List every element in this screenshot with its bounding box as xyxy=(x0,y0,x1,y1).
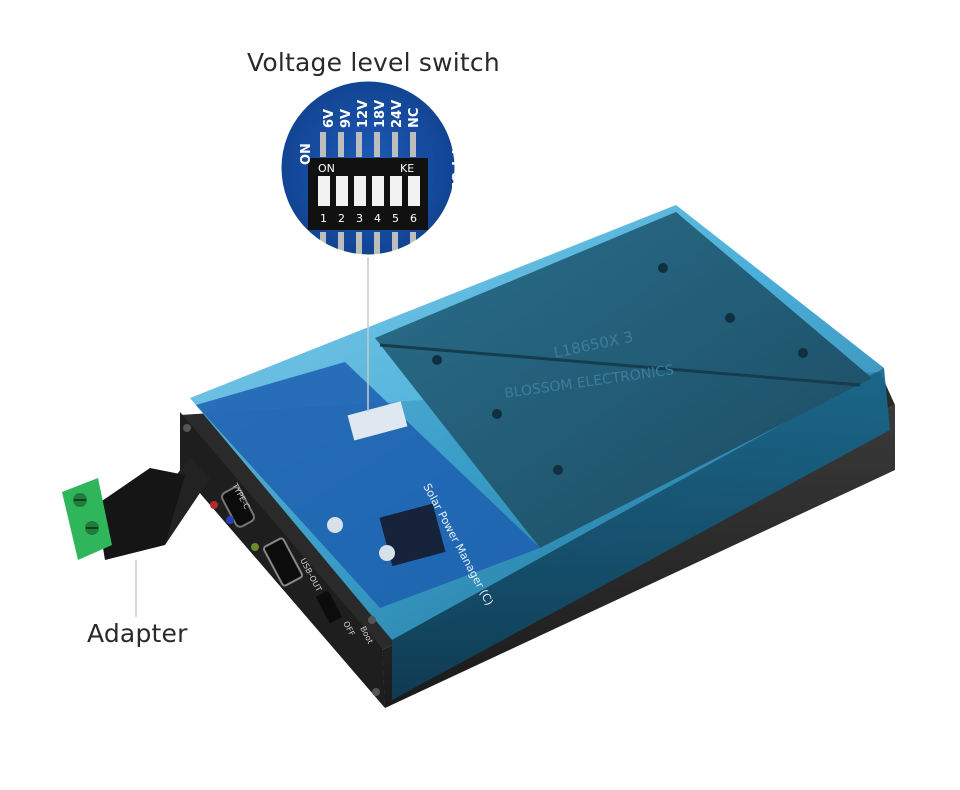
dip-number-2: 2 xyxy=(338,212,345,225)
dip-ke-label: KE xyxy=(400,162,414,175)
typec-port xyxy=(221,486,255,528)
power-switch xyxy=(315,590,343,624)
led-green xyxy=(251,543,259,551)
dip-number-4: 4 xyxy=(374,212,381,225)
battery-lid: L18650X 3 BLOSSOM ELECTRONICS xyxy=(375,212,872,548)
dip-number-5: 5 xyxy=(392,212,399,225)
terminal-block xyxy=(62,478,112,560)
dip-number-1: 1 xyxy=(320,212,327,225)
dip-side-label: PPT SET xyxy=(448,140,463,200)
voltage-label-18v: 18V xyxy=(373,100,388,128)
dc-adapter xyxy=(62,458,210,560)
dip-side-on-label: ON xyxy=(299,143,314,165)
voltage-label-9v: 9V xyxy=(339,109,354,128)
led-red xyxy=(210,501,218,509)
dip-on-label: ON xyxy=(318,162,335,175)
dip-number-6: 6 xyxy=(410,212,417,225)
voltage-label-nc: NC xyxy=(407,108,422,128)
dip-number-3: 3 xyxy=(356,212,363,225)
led-blue xyxy=(226,516,234,524)
dip-switch-zoom: ON KE 1 2 3 4 5 6 6V 9V 12V 18V 24V NC O… xyxy=(278,78,463,258)
voltage-label-6v: 6V xyxy=(322,109,337,128)
usb-out-port xyxy=(263,537,303,587)
voltage-label-12v: 12V xyxy=(356,100,371,128)
callout-voltage-level-switch: Voltage level switch xyxy=(247,48,500,77)
front-panel: TYPE-C USB-OUT Boot OFF xyxy=(180,412,385,706)
voltage-label-24v: 24V xyxy=(390,100,405,128)
callout-adapter: Adapter xyxy=(87,619,188,648)
